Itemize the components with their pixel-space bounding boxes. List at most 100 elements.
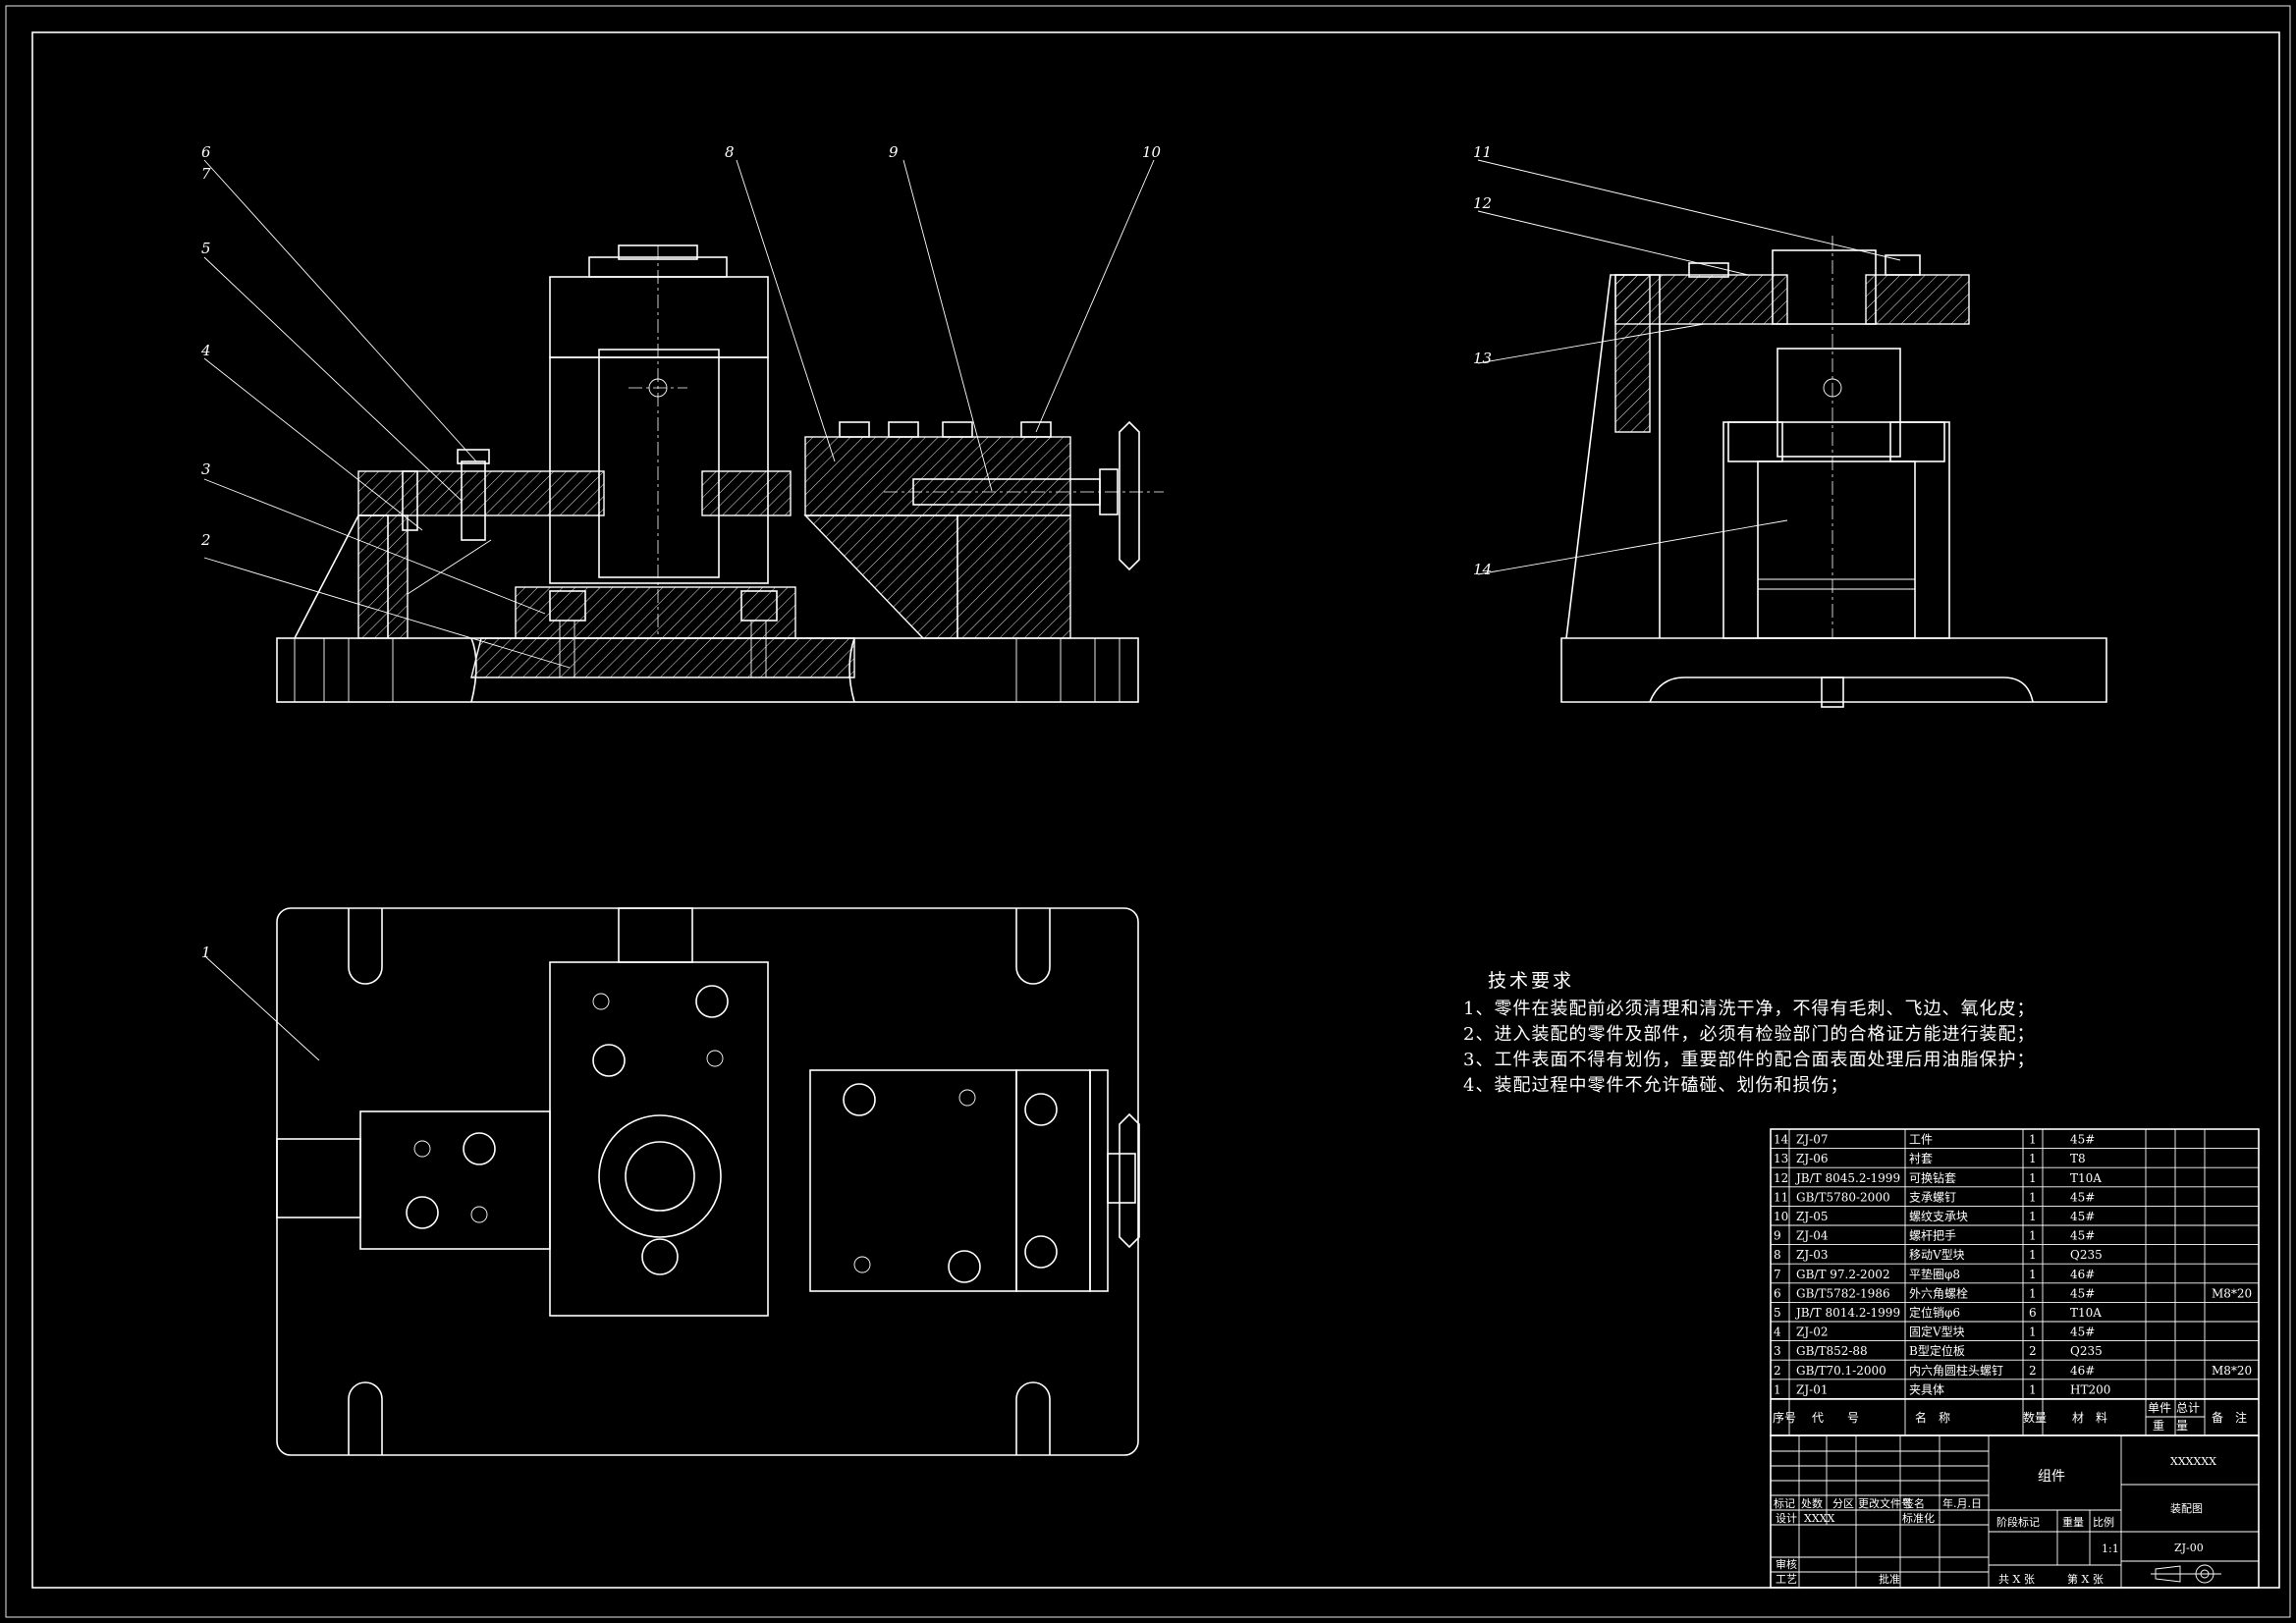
callout-numbers: 1 2 3 4 5 6 7 8 9 10 11 12 13 14 bbox=[200, 143, 1492, 961]
bom-cell-qty: 1 bbox=[2029, 1268, 2037, 1281]
bom-cell-name: 内六角圆柱头螺钉 bbox=[1909, 1363, 2003, 1378]
title-block: 标记 处数 分区 更改文件号 签名 年.月.日 设计 XXXX 标准化 审核 工… bbox=[1770, 1434, 2260, 1589]
bom-header-qty: 数量 bbox=[2023, 1410, 2047, 1425]
bom-cell-name: 外六角螺栓 bbox=[1909, 1285, 1968, 1300]
bom-cell-no: 14 bbox=[1774, 1133, 1789, 1147]
tb-stage-label: 阶段标记 bbox=[1996, 1515, 2040, 1529]
bom-header-material: 材 料 bbox=[2072, 1411, 2107, 1425]
tb-scale-label: 比例 bbox=[2093, 1515, 2114, 1529]
bom-cell-material: 46# bbox=[2070, 1268, 2095, 1281]
outer-border bbox=[5, 5, 2291, 1618]
tb-group-label: 组件 bbox=[2038, 1469, 2065, 1485]
tb-sheets-total: 共 X 张 bbox=[1998, 1573, 2035, 1586]
bom-cell-no: 1 bbox=[1774, 1382, 1781, 1396]
bom-cell-material: 45# bbox=[2070, 1325, 2095, 1339]
bom-cell-no: 13 bbox=[1774, 1152, 1788, 1165]
bom-cell-no: 10 bbox=[1774, 1210, 1788, 1223]
callout-9: 9 bbox=[889, 143, 899, 161]
bom-cell-no: 3 bbox=[1774, 1344, 1781, 1358]
callout-2: 2 bbox=[200, 531, 211, 549]
bom-cell-name: 移动V型块 bbox=[1909, 1248, 1965, 1262]
callout-7: 7 bbox=[201, 165, 211, 183]
projection-symbol-icon bbox=[2151, 1564, 2221, 1584]
bom-cell-code: JB/T 8045.2-1999 bbox=[1794, 1171, 1900, 1185]
bom-header-weight: 重 量 bbox=[2153, 1419, 2188, 1433]
bom-cell-code: ZJ-06 bbox=[1796, 1152, 1828, 1165]
tb-drawing-name: 装配图 bbox=[2170, 1502, 2203, 1515]
bom-cell-code: GB/T5780-2000 bbox=[1796, 1190, 1890, 1204]
front-view bbox=[276, 244, 1164, 703]
tb-drawing-number: ZJ-00 bbox=[2174, 1542, 2204, 1554]
bom-cell-name: 工件 bbox=[1909, 1133, 1933, 1147]
bom-cell-material: 45# bbox=[2070, 1229, 2095, 1243]
bom-cell-material: 45# bbox=[2070, 1286, 2095, 1300]
bom-cell-qty: 1 bbox=[2029, 1382, 2037, 1396]
callout-6: 6 bbox=[201, 143, 211, 161]
bom-cell-material: 45# bbox=[2070, 1210, 2095, 1223]
bom-cell-material: Q235 bbox=[2070, 1248, 2103, 1262]
bom-cell-qty: 1 bbox=[2029, 1325, 2037, 1339]
bom-cell-no: 4 bbox=[1774, 1325, 1781, 1339]
bom-cell-code: ZJ-05 bbox=[1796, 1210, 1828, 1223]
bom-cell-material: T10A bbox=[2070, 1171, 2102, 1185]
bom-cell-name: 螺杆把手 bbox=[1909, 1229, 1956, 1243]
requirement-3: 3、工件表面不得有划伤，重要部件的配合面表面处理后用油脂保护； bbox=[1463, 1050, 2035, 1070]
callout-1: 1 bbox=[201, 944, 211, 961]
bom-cell-qty: 1 bbox=[2029, 1133, 2037, 1147]
callout-11: 11 bbox=[1473, 143, 1492, 161]
tb-row-label-mark: 标记 bbox=[1774, 1496, 1795, 1510]
bom-cell-code: JB/T 8014.2-1999 bbox=[1794, 1306, 1900, 1320]
bom-cell-code: ZJ-04 bbox=[1796, 1229, 1829, 1243]
bom-header-total-weight: 总计 bbox=[2176, 1401, 2200, 1415]
bom-cell-material: Q235 bbox=[2070, 1344, 2103, 1358]
bom-cell-name: 平垫圈φ8 bbox=[1909, 1267, 1960, 1281]
tb-process-label: 工艺 bbox=[1776, 1573, 1797, 1586]
bom-cell-qty: 2 bbox=[2029, 1364, 2037, 1378]
bom-cell-material: HT200 bbox=[2070, 1382, 2110, 1396]
bom-cell-no: 7 bbox=[1774, 1268, 1781, 1281]
requirement-4: 4、装配过程中零件不允许磕碰、划伤和损伤； bbox=[1463, 1075, 1848, 1096]
side-view bbox=[1560, 236, 2107, 708]
bom-cell-no: 2 bbox=[1774, 1364, 1781, 1378]
bom-cell-qty: 1 bbox=[2029, 1171, 2037, 1185]
bom-cell-code: ZJ-01 bbox=[1796, 1382, 1828, 1396]
tb-company: XXXXXX bbox=[2170, 1455, 2216, 1468]
callout-3: 3 bbox=[201, 460, 211, 478]
bom-cell-qty: 6 bbox=[2029, 1306, 2037, 1320]
bom-cell-code: ZJ-02 bbox=[1796, 1325, 1828, 1339]
bom-cell-material: T8 bbox=[2070, 1152, 2086, 1165]
bom-cell-code: ZJ-07 bbox=[1796, 1133, 1828, 1147]
callout-10: 10 bbox=[1142, 143, 1162, 161]
callout-leaders bbox=[203, 159, 1901, 1061]
tb-standardize-label: 标准化 bbox=[1902, 1511, 1935, 1525]
bom-header-unit-weight: 单件 bbox=[2148, 1401, 2171, 1415]
technical-requirements: 技术要求 1、零件在装配前必须清理和清洗干净，不得有毛刺、飞边、氧化皮； 2、进… bbox=[1463, 970, 2035, 1096]
bom-cell-code: ZJ-03 bbox=[1796, 1248, 1828, 1262]
bom-cell-code: GB/T70.1-2000 bbox=[1796, 1364, 1886, 1378]
bom-cell-name: 支承螺钉 bbox=[1909, 1190, 1956, 1204]
bom-cell-no: 8 bbox=[1774, 1248, 1781, 1262]
bom-cell-qty: 2 bbox=[2029, 1344, 2037, 1358]
tb-weight-label: 重量 bbox=[2062, 1515, 2084, 1529]
callout-12: 12 bbox=[1473, 194, 1492, 212]
tb-review-label: 审核 bbox=[1776, 1557, 1797, 1571]
tb-row-label-signature: 签名 bbox=[1903, 1496, 1925, 1510]
requirement-1: 1、零件在装配前必须清理和清洗干净，不得有毛刺、飞边、氧化皮； bbox=[1463, 999, 2035, 1019]
callout-5: 5 bbox=[201, 240, 211, 257]
bom-cell-code: GB/T852-88 bbox=[1796, 1344, 1868, 1358]
bom-cell-qty: 1 bbox=[2029, 1229, 2037, 1243]
bom-cell-no: 11 bbox=[1774, 1190, 1788, 1204]
bom-cell-note: M8*20 bbox=[2212, 1286, 2252, 1300]
bom-cell-qty: 1 bbox=[2029, 1210, 2037, 1223]
bom-cell-name: 螺纹支承块 bbox=[1909, 1210, 1968, 1223]
bom-cell-name: 衬套 bbox=[1909, 1152, 1933, 1165]
requirement-2: 2、进入装配的零件及部件，必须有检验部门的合格证方能进行装配； bbox=[1463, 1024, 2035, 1045]
callout-14: 14 bbox=[1473, 561, 1492, 578]
bom-cell-no: 9 bbox=[1774, 1229, 1781, 1243]
bom-cell-name: B型定位板 bbox=[1909, 1343, 1965, 1358]
bom-cell-qty: 1 bbox=[2029, 1286, 2037, 1300]
bom-cell-no: 12 bbox=[1774, 1171, 1788, 1185]
